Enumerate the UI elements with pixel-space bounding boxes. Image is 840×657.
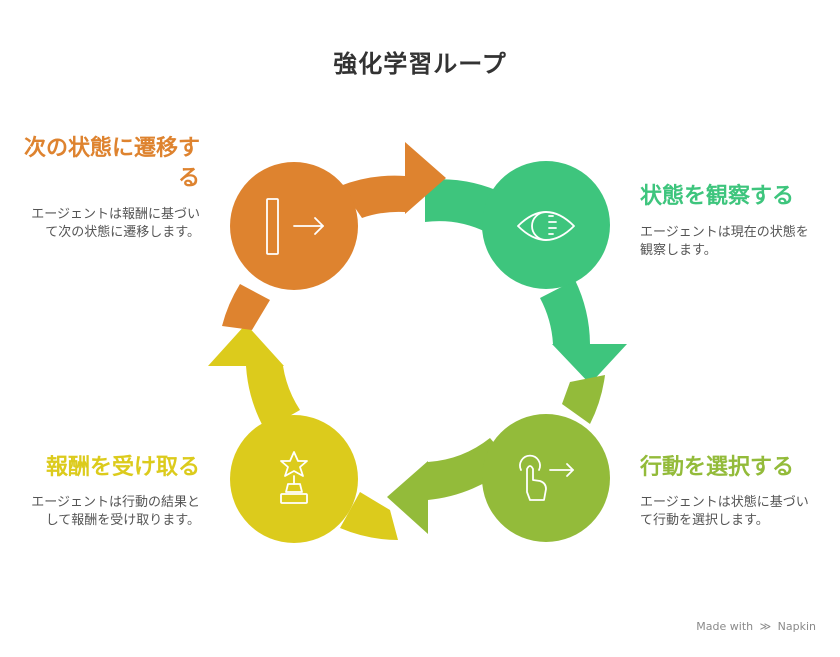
step-heading-action: 行動を選択する bbox=[640, 455, 795, 480]
step-heading-transition: 次の状態に遷移する bbox=[23, 136, 200, 191]
step-desc-observe: エージェントは現在の状態を観察します。 bbox=[640, 225, 809, 258]
arrow-action bbox=[540, 280, 627, 424]
arrow-next-state bbox=[208, 284, 300, 430]
trophy-star-icon bbox=[280, 451, 308, 504]
node-reward bbox=[230, 415, 358, 543]
step-heading-reward: 報酬を受け取る bbox=[45, 455, 200, 480]
diagram-title: 強化学習ループ bbox=[333, 50, 507, 78]
node-observe bbox=[482, 161, 610, 289]
step-desc-transition: エージェントは報酬に基づいて次の状態に遷移します。 bbox=[31, 207, 200, 240]
node-action bbox=[482, 414, 610, 542]
made-with-label: Made with bbox=[696, 620, 754, 633]
eye-scan-icon bbox=[517, 211, 575, 241]
tap-select-icon bbox=[519, 454, 574, 501]
napkin-watermark: Made with ≫ Napkin bbox=[696, 620, 816, 633]
napkin-logo-icon: ≫ bbox=[759, 620, 772, 633]
arrow-transition bbox=[340, 142, 446, 218]
brand-name: Napkin bbox=[777, 620, 816, 633]
node-transition bbox=[230, 162, 358, 290]
step-desc-reward: エージェントは行動の結果として報酬を受け取ります。 bbox=[31, 495, 200, 528]
arrow-reward bbox=[340, 438, 512, 540]
step-heading-observe: 状態を観察する bbox=[640, 184, 795, 209]
step-desc-action: エージェントは状態に基づいて行動を選択します。 bbox=[640, 495, 809, 528]
door-exit-icon bbox=[266, 198, 324, 255]
